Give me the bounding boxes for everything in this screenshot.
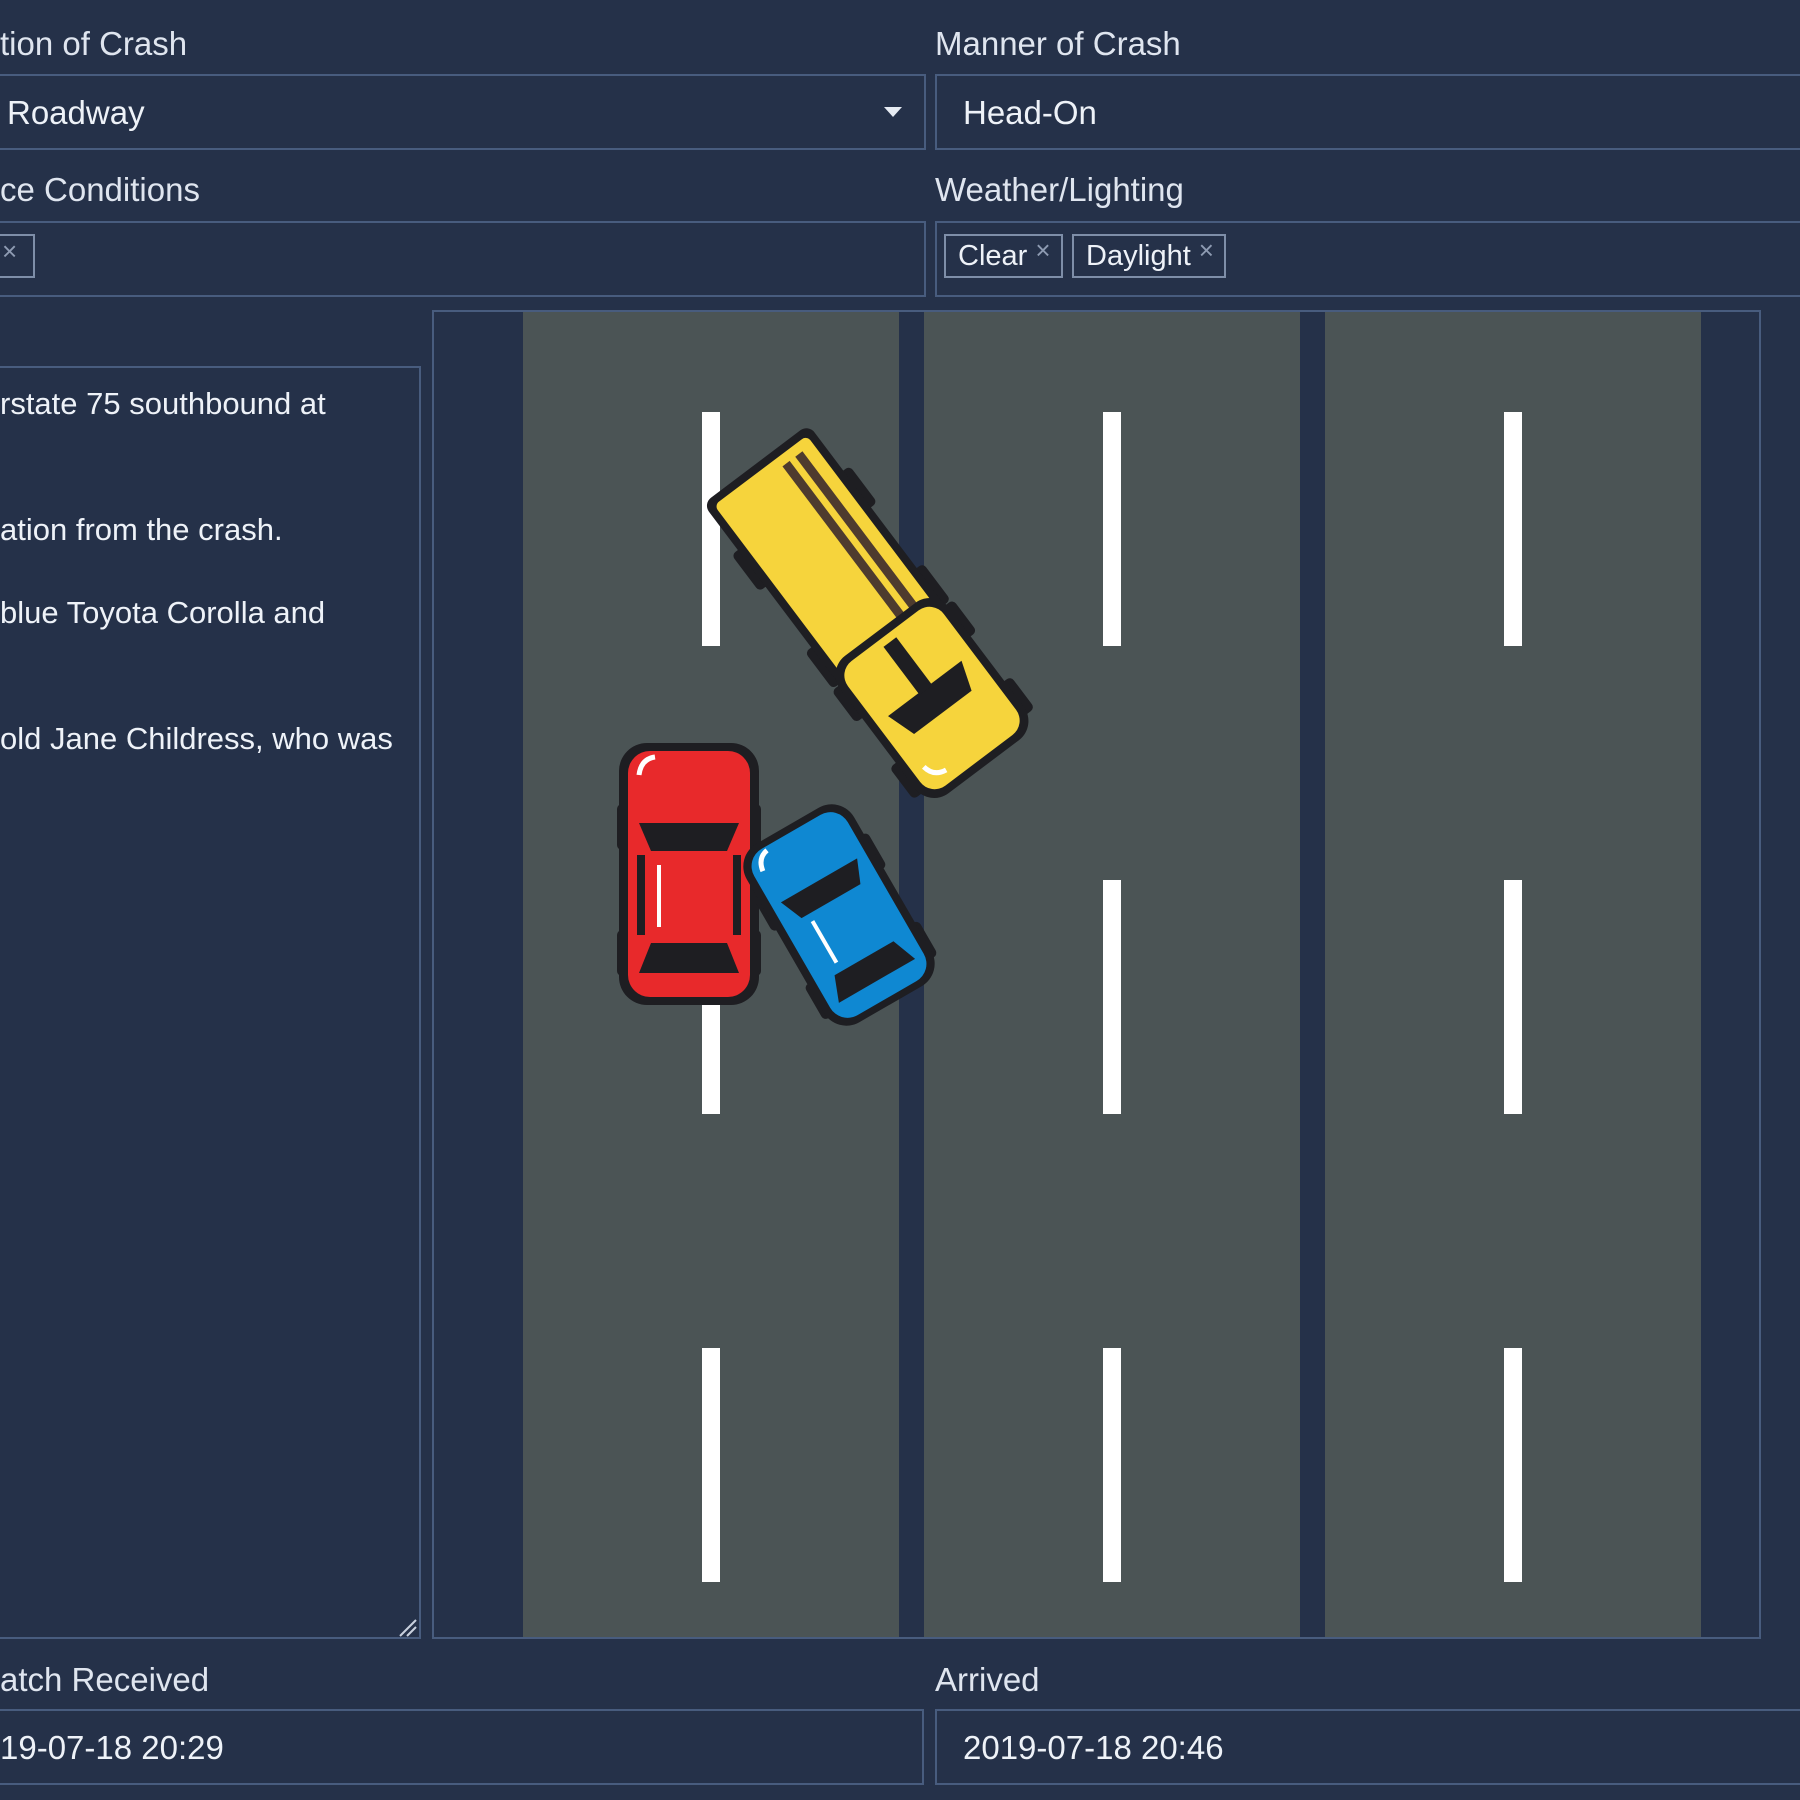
- tag-clear: Clear ×: [944, 234, 1063, 278]
- red-car: [617, 743, 761, 1005]
- surface-tag: ×: [0, 234, 35, 278]
- arrived-field[interactable]: [935, 1709, 1800, 1785]
- yellow-truck: [706, 428, 1033, 798]
- crash-diagram: [523, 312, 1701, 1637]
- narrative-line: blue Toyota Corolla and: [0, 595, 326, 630]
- narrative-line: old Jane Childress, who was: [0, 721, 393, 756]
- resize-handle-icon[interactable]: [398, 1618, 418, 1638]
- tag-daylight: Daylight ×: [1072, 234, 1226, 278]
- location-of-crash-label: tion of Crash: [0, 25, 188, 62]
- arrived-label: Arrived: [935, 1661, 1040, 1698]
- tag-label: Clear: [958, 239, 1028, 272]
- lane-markings: [702, 412, 1522, 1582]
- truck-cab: [833, 598, 1033, 798]
- location-of-crash-select[interactable]: [0, 74, 926, 150]
- dispatch-received-field[interactable]: [0, 1709, 924, 1785]
- manner-of-crash-label: Manner of Crash: [935, 25, 1181, 62]
- arrived-value: 2019-07-18 20:46: [963, 1729, 1224, 1766]
- surface-conditions-label: ce Conditions: [0, 171, 200, 208]
- location-of-crash-value: Roadway: [7, 94, 145, 131]
- narrative-line: ation from the crash.: [0, 512, 283, 547]
- dispatch-received-label: atch Received: [0, 1661, 210, 1698]
- weather-lighting-label: Weather/Lighting: [935, 171, 1184, 208]
- weather-lighting-field[interactable]: [935, 221, 1800, 297]
- tag-label: Daylight: [1086, 239, 1191, 272]
- narrative-line: rstate 75 southbound at: [0, 386, 326, 421]
- blue-car: [743, 804, 937, 1026]
- manner-of-crash-value: Head-On: [963, 94, 1097, 131]
- narrative-textarea[interactable]: [0, 366, 421, 1639]
- dispatch-received-value: 19-07-18 20:29: [0, 1729, 224, 1766]
- chevron-down-icon[interactable]: [884, 107, 902, 117]
- tag-remove-icon[interactable]: ×: [1035, 234, 1051, 265]
- tag-remove-icon[interactable]: ×: [2, 236, 18, 266]
- surface-conditions-field[interactable]: [0, 221, 926, 297]
- manner-of-crash-field[interactable]: [935, 74, 1800, 150]
- tag-remove-icon[interactable]: ×: [1198, 234, 1214, 265]
